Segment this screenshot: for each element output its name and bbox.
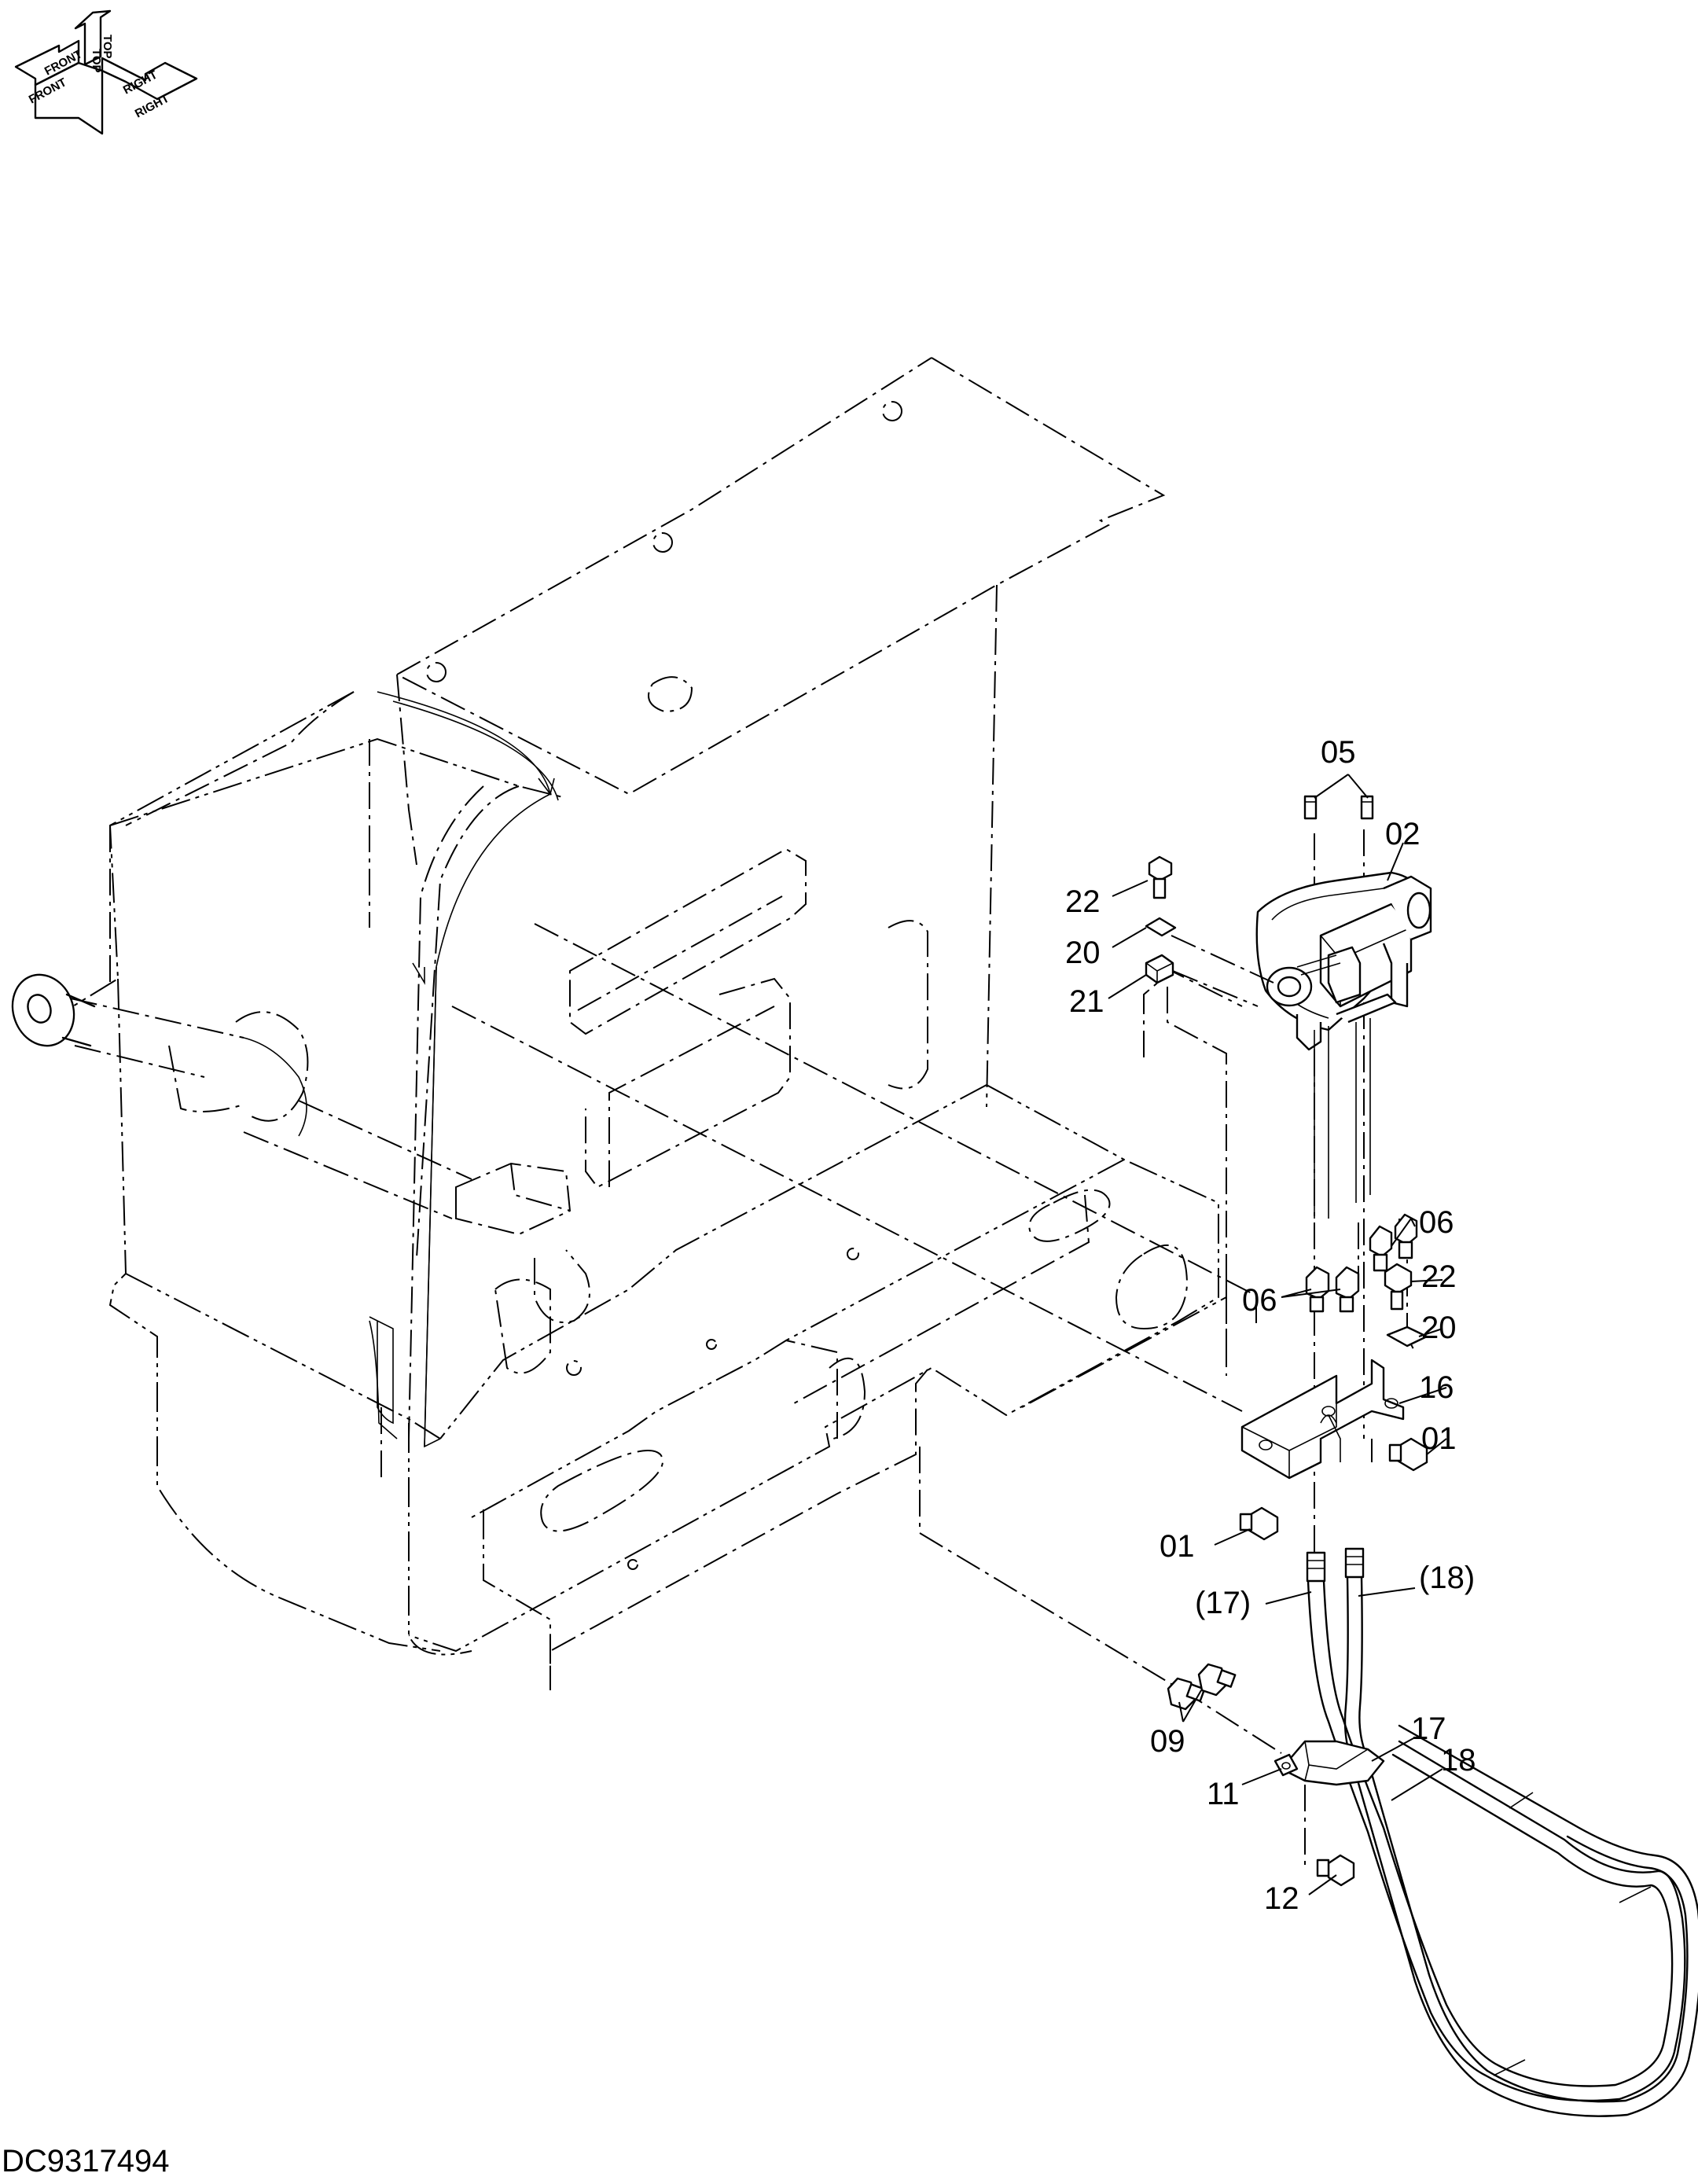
callout-17-bracketed: (17) xyxy=(1195,1586,1251,1620)
callout-22-lower: 22 xyxy=(1421,1259,1457,1294)
callout-22-upper: 22 xyxy=(1065,884,1101,919)
callout-18: 18 xyxy=(1441,1743,1476,1778)
callout-05: 05 xyxy=(1321,735,1356,770)
bolt-01-parts xyxy=(1239,1437,1428,1541)
callout-11: 11 xyxy=(1207,1777,1240,1811)
callout-01-right: 01 xyxy=(1421,1421,1457,1456)
orientation-compass-icon: FRONT TOP RIGHT FRONT TOP RIGHT xyxy=(14,9,198,135)
callout-12: 12 xyxy=(1264,1881,1299,1916)
lower-bolt-washer-parts xyxy=(1384,1263,1428,1348)
callout-20-lower: 20 xyxy=(1421,1311,1457,1345)
machine-frame-phantom xyxy=(46,357,1227,1690)
hose-17-18-parts xyxy=(1306,1547,1698,2117)
leader-lines xyxy=(1108,774,1447,1895)
callout-06-left: 06 xyxy=(1242,1283,1277,1318)
fitting-06-parts xyxy=(1305,1213,1418,1313)
clamp-11-part xyxy=(1274,1740,1385,1786)
callout-02: 02 xyxy=(1385,817,1421,851)
drawing-number: DC9317494 xyxy=(2,2144,170,2178)
bolt-05-parts xyxy=(1303,795,1374,820)
orientation-top-label: TOP xyxy=(90,49,103,73)
upper-bolt-clamp-parts xyxy=(1145,855,1274,1007)
solenoid-valve-part xyxy=(1255,871,1432,1219)
callout-21: 21 xyxy=(1069,984,1104,1019)
machine-frame-solid xyxy=(11,691,559,1448)
bracket-16-part xyxy=(1240,1359,1405,1480)
callout-17: 17 xyxy=(1411,1712,1446,1746)
callout-16: 16 xyxy=(1419,1370,1454,1405)
callout-labels: 05 02 22 20 21 06 06 22 20 16 01 01 (17)… xyxy=(1065,735,1476,1916)
callout-06-right: 06 xyxy=(1419,1205,1454,1240)
callout-09: 09 xyxy=(1150,1724,1185,1759)
bolt-12-part xyxy=(1316,1854,1355,1887)
callout-20-upper: 20 xyxy=(1065,936,1101,970)
callout-18-bracketed: (18) xyxy=(1419,1561,1475,1595)
fitting-09-parts xyxy=(1167,1663,1237,1711)
callout-01-left: 01 xyxy=(1160,1529,1195,1564)
orientation-top-mirror-label: TOP xyxy=(101,35,114,59)
